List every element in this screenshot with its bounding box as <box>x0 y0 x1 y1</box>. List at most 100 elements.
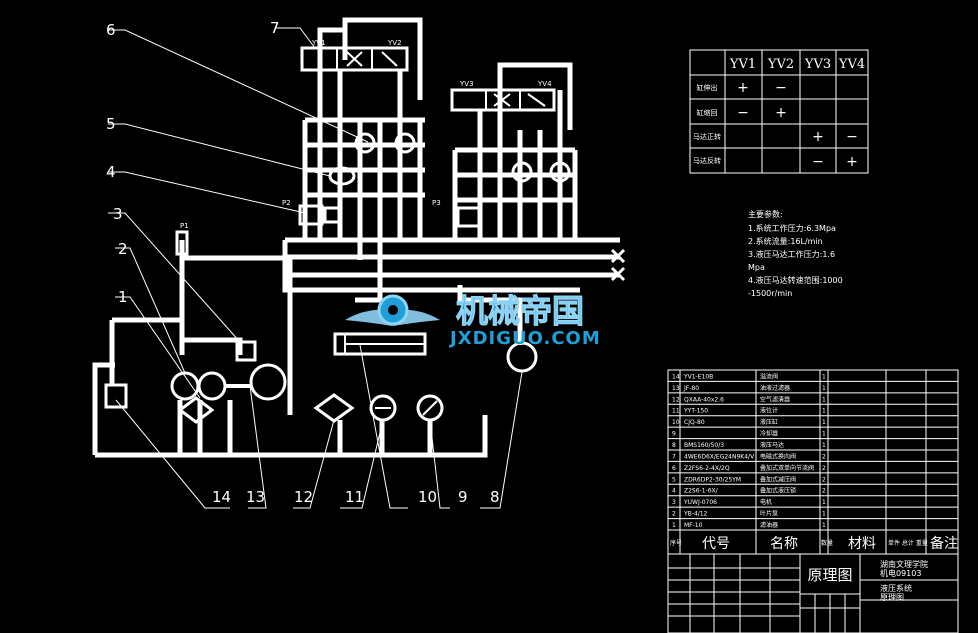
hydraulic-motor <box>506 341 538 373</box>
manifold-return <box>282 240 580 293</box>
label-yv3: YV3 <box>459 80 474 88</box>
table-row-label: 缸伸出 <box>697 83 718 92</box>
label-yv1: YV1 <box>311 39 326 47</box>
table-cell: + <box>812 129 824 145</box>
callout-numbers: 6 7 5 4 3 2 1 14 13 12 11 10 9 8 <box>106 19 500 506</box>
bom-cell-no: 8 <box>672 442 676 449</box>
bom-cell-code: BMS160/50/3 <box>684 442 724 449</box>
bom-cell-no: 10 <box>672 419 680 426</box>
bom-cell-name: 空气滤清器 <box>760 395 790 403</box>
main-parameters: 主要参数: 1.系统工作压力:6.3Mpa 2.系统流量:16L/min 3.液… <box>748 209 843 298</box>
table-row-label: 缸缩回 <box>697 108 718 117</box>
bom-cell-no: 4 <box>672 488 676 495</box>
bom-header-code: 代号 <box>702 536 730 552</box>
bom-cell-code: MF-10 <box>684 522 703 529</box>
bom-cell-name: 溢流阀 <box>760 372 778 380</box>
bom-cell-no: 12 <box>672 396 680 403</box>
bom-cell-code: JF-80 <box>683 385 699 392</box>
callout-9: 9 <box>458 488 468 506</box>
bom-cell-code: CJQ-80 <box>684 419 705 426</box>
title-block: 原理图 湖南文理学院 机电09103 液压系统 原理图 <box>667 553 959 633</box>
bom-cell-no: 2 <box>672 511 676 518</box>
table-cell: + <box>846 154 858 170</box>
bom-cell-no: 7 <box>672 453 676 460</box>
bom-header-name: 名称 <box>770 536 798 552</box>
params-line: Mpa <box>748 263 765 272</box>
valve-right-arrows <box>485 90 546 110</box>
label-p2: P2 <box>282 199 291 207</box>
bom-cell-name: 叠加式减压阀 <box>760 475 796 483</box>
bom-header-remarks: 备注 <box>930 535 958 552</box>
label-p3: P3 <box>432 199 441 207</box>
bom-cell-code: YB-4/12 <box>683 511 708 518</box>
bom-cell-name: 叠加式液压锁 <box>760 487 796 495</box>
callout-1: 1 <box>118 288 128 306</box>
bom-cell-code: Z2FS6-2-4X/2Q <box>684 465 730 472</box>
hydraulic-pipes <box>92 17 620 458</box>
bom-cell-name: 液压马达 <box>760 441 784 449</box>
callout-4: 4 <box>106 163 116 181</box>
callout-11: 11 <box>345 488 364 506</box>
bom-cell-qty: 2 <box>822 488 826 495</box>
title-line-3: 原理图 <box>880 593 904 602</box>
params-line: 4.液压马达转速范围:1000 <box>748 275 843 285</box>
bom-cell-no: 14 <box>672 373 680 380</box>
callout-13: 13 <box>246 488 265 506</box>
bom-cell-no: 5 <box>672 476 676 483</box>
cooler-mark <box>422 400 438 416</box>
bom-cell-no: 9 <box>672 431 676 438</box>
callout-12: 12 <box>294 488 313 506</box>
relief-valve <box>104 383 128 409</box>
table-cell: − <box>737 105 749 121</box>
bom-cell-qty: 2 <box>822 453 826 460</box>
table-cell: − <box>812 154 824 170</box>
left-valve-top <box>317 17 423 100</box>
bom-cell-name: 电机 <box>760 498 772 506</box>
bom-cell-code: 4WE6D6X/EG24N9K4/V <box>684 453 755 460</box>
bom-cell-name: 液位计 <box>760 407 778 415</box>
table-row-label: 马达反转 <box>693 156 721 165</box>
bom-header-weight: 单件 总计 重量 <box>888 539 928 547</box>
table-cell: + <box>775 105 787 121</box>
hydraulic-lock-left-b <box>323 206 341 224</box>
bom-cell-qty: 1 <box>822 408 826 415</box>
table-header-yv2: YV2 <box>767 57 794 72</box>
school-name: 湖南文理学院 <box>880 559 928 569</box>
table-cell: − <box>775 80 787 96</box>
params-line: 2.系统流量:16L/min <box>748 236 823 246</box>
bom-cell-no: 11 <box>672 408 680 415</box>
watermark-brand: 机械帝国 <box>456 292 584 330</box>
air-breather <box>313 393 355 423</box>
bom-cell-name: 液压缸 <box>760 418 778 426</box>
hydraulic-lock-left <box>298 204 324 226</box>
table-header-yv3: YV3 <box>804 57 831 72</box>
actuator-lines <box>355 285 523 345</box>
bom-header-qty: 数量 <box>821 539 833 547</box>
bom-cell-qty: 1 <box>822 373 826 380</box>
bom-cell-qty: 1 <box>822 431 826 438</box>
title-line-2: 液压系统 <box>880 583 912 593</box>
callout-3: 3 <box>113 205 123 223</box>
bom-cell-qty: 1 <box>822 419 826 426</box>
table-header-yv1: YV1 <box>729 57 756 72</box>
bom-cell-qty: 2 <box>822 465 826 472</box>
drawing-name: 原理图 <box>807 566 852 584</box>
label-yv2: YV2 <box>387 39 402 47</box>
bom-cell-name: 油液过滤器 <box>760 384 790 392</box>
watermark-logo <box>345 294 440 326</box>
tank-outline <box>92 362 488 458</box>
label-yv4: YV4 <box>537 80 552 88</box>
cylinder-rod <box>344 334 425 354</box>
components <box>104 46 626 424</box>
bom-cell-code: Z2S6-1-6X/ <box>684 488 719 495</box>
bom-cell-qty: 1 <box>822 385 826 392</box>
callout-7: 7 <box>270 19 280 37</box>
bom-cell-no: 13 <box>672 385 680 392</box>
watermark-url: JXDIGUO.COM <box>448 328 601 349</box>
table-row-label: 马达正转 <box>693 132 721 141</box>
bom-cell-no: 3 <box>672 499 676 506</box>
bom-cell-name: 冷却器 <box>760 430 778 438</box>
bom-cell-qty: 2 <box>822 476 826 483</box>
